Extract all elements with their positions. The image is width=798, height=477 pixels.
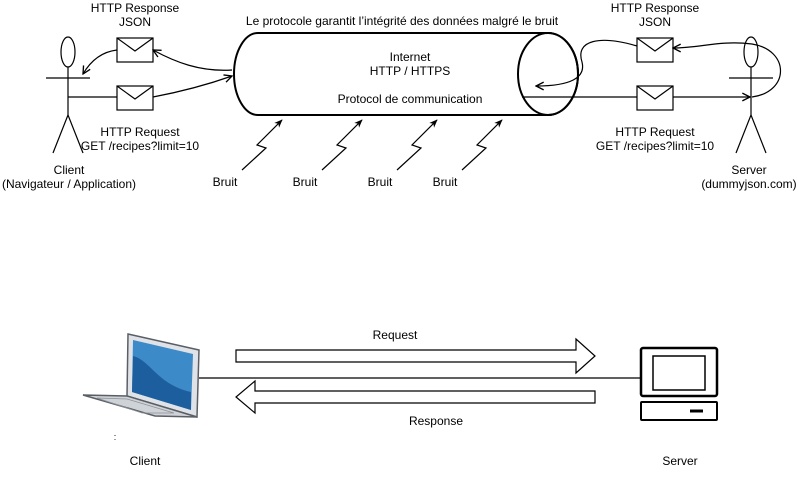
server-request-label: HTTP Request GET /recipes?limit=10	[587, 125, 723, 153]
client-response-label: HTTP Response JSON	[80, 1, 190, 29]
client-response-arrow-in	[153, 50, 233, 71]
noise-label: Bruit	[292, 175, 318, 189]
banner-text: Le protocole garantit l’intégrité des do…	[245, 14, 559, 28]
laptop-icon	[82, 333, 200, 418]
server-response-format: JSON	[638, 15, 671, 29]
response-block-arrow	[235, 379, 596, 415]
server-response-title: HTTP Response	[610, 1, 700, 15]
client-response-title: HTTP Response	[90, 1, 180, 15]
server-request-envelope-icon	[636, 85, 674, 111]
pipe-line-http: HTTP / HTTPS	[369, 64, 451, 78]
small-mark: :	[113, 432, 117, 442]
server-request-title: HTTP Request	[615, 125, 695, 139]
server-response-arrow-out	[673, 42, 781, 98]
client-request-path: GET /recipes?limit=10	[80, 139, 200, 153]
noise-bolt-icon	[461, 119, 503, 171]
request-label: Request	[372, 328, 418, 342]
bottom-client-label: Client	[129, 454, 161, 468]
noise-bolt-icon	[241, 119, 283, 171]
client-request-title: HTTP Request	[100, 125, 180, 139]
noise-label: Bruit	[432, 175, 458, 189]
noise-label: Bruit	[212, 175, 238, 189]
server-actor-label: Server (dummyjson.com)	[700, 163, 798, 191]
pipe-line-protocol: Protocol de communication	[337, 92, 483, 106]
server-response-label: HTTP Response JSON	[600, 1, 710, 29]
server-actor-icon	[729, 36, 773, 154]
pipe-line-internet: Internet	[389, 50, 431, 64]
client-request-label: HTTP Request GET /recipes?limit=10	[72, 125, 208, 153]
client-name: Client	[53, 163, 85, 177]
client-actor-label: Client (Navigateur / Application)	[0, 163, 138, 191]
noise-label: Bruit	[367, 175, 393, 189]
client-request-envelope-icon	[116, 85, 154, 111]
pipe-text: Internet HTTP / HTTPS	[320, 50, 500, 78]
noise-bolt-icon	[396, 119, 438, 171]
client-actor-icon	[46, 36, 90, 154]
server-response-arrow-in	[536, 39, 638, 86]
client-role: (Navigateur / Application)	[1, 177, 137, 191]
response-label: Response	[408, 414, 464, 428]
server-host: (dummyjson.com)	[701, 177, 797, 191]
noise-bolt-icon	[321, 119, 363, 171]
client-response-arrow-out	[83, 49, 118, 74]
server-computer-icon	[639, 346, 719, 421]
client-response-format: JSON	[118, 15, 151, 29]
server-name: Server	[731, 163, 767, 177]
client-response-envelope-icon	[116, 37, 154, 63]
server-response-envelope-icon	[636, 37, 674, 63]
server-request-path: GET /recipes?limit=10	[595, 139, 715, 153]
client-request-arrow	[152, 76, 232, 98]
request-block-arrow	[235, 337, 596, 375]
internet-pipe	[233, 32, 579, 116]
bottom-server-label: Server	[662, 454, 698, 468]
